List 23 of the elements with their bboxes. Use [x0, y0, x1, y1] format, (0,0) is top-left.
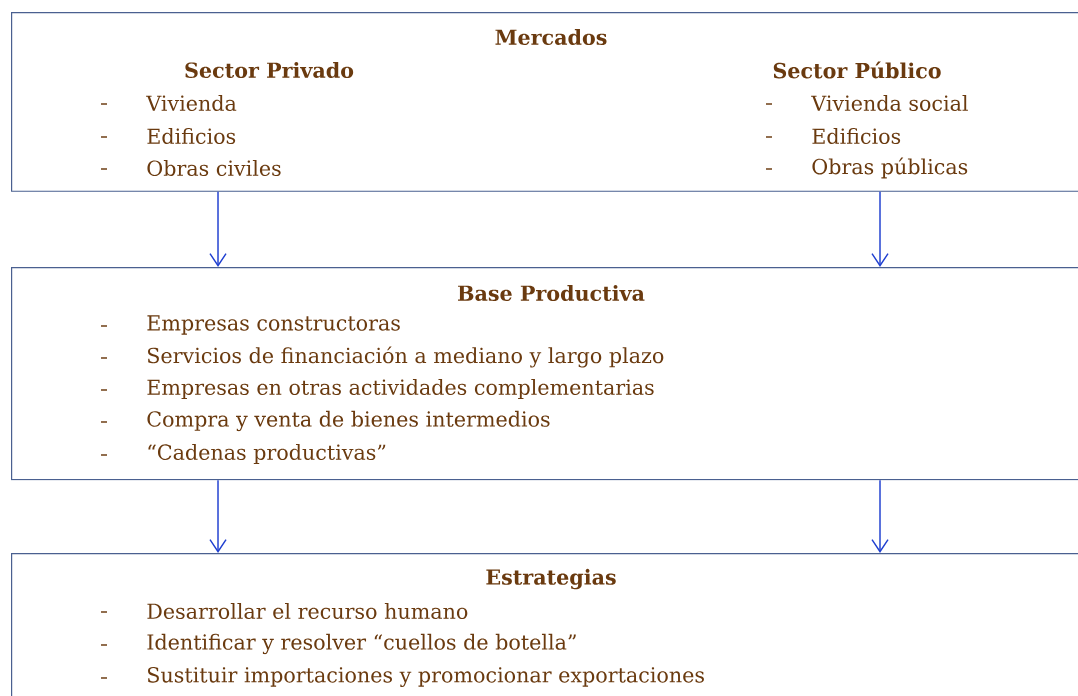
list-item: Desarrollar el recurso humano	[147, 603, 468, 619]
box-heading: Sector Privado	[185, 62, 354, 78]
list-item: “Cadenas productivas”	[148, 444, 386, 464]
list-item: Empresas en otras actividades complementarias	[147, 379, 654, 399]
list-item: Obras civiles	[147, 160, 281, 176]
box-heading: Sector Público	[773, 61, 941, 79]
box-heading: Estrategias	[486, 568, 616, 590]
list-item: Obras públicas	[812, 157, 968, 179]
list-item: Empresas constructoras	[147, 315, 400, 335]
arrow	[871, 191, 889, 267]
list-item: Edificios	[147, 128, 236, 144]
arrow	[209, 191, 227, 267]
list-item: Vivienda social	[811, 95, 968, 111]
list-item: Vivienda	[146, 95, 237, 111]
box-heading: Mercados	[495, 29, 607, 45]
list-item: Compra y venta de bienes intermedios	[147, 410, 550, 432]
arrow	[871, 479, 889, 553]
list-item: Edificios	[812, 128, 901, 144]
list-item: Sustituir importaciones y promocionar exportaciones	[148, 667, 704, 687]
list-item: Servicios de financiación a mediano y largo plazo	[148, 346, 664, 368]
box-heading: Base Productiva	[458, 285, 645, 301]
arrow	[209, 479, 227, 553]
list-item: Identificar y resolver “cuellos de botella”	[147, 633, 576, 655]
